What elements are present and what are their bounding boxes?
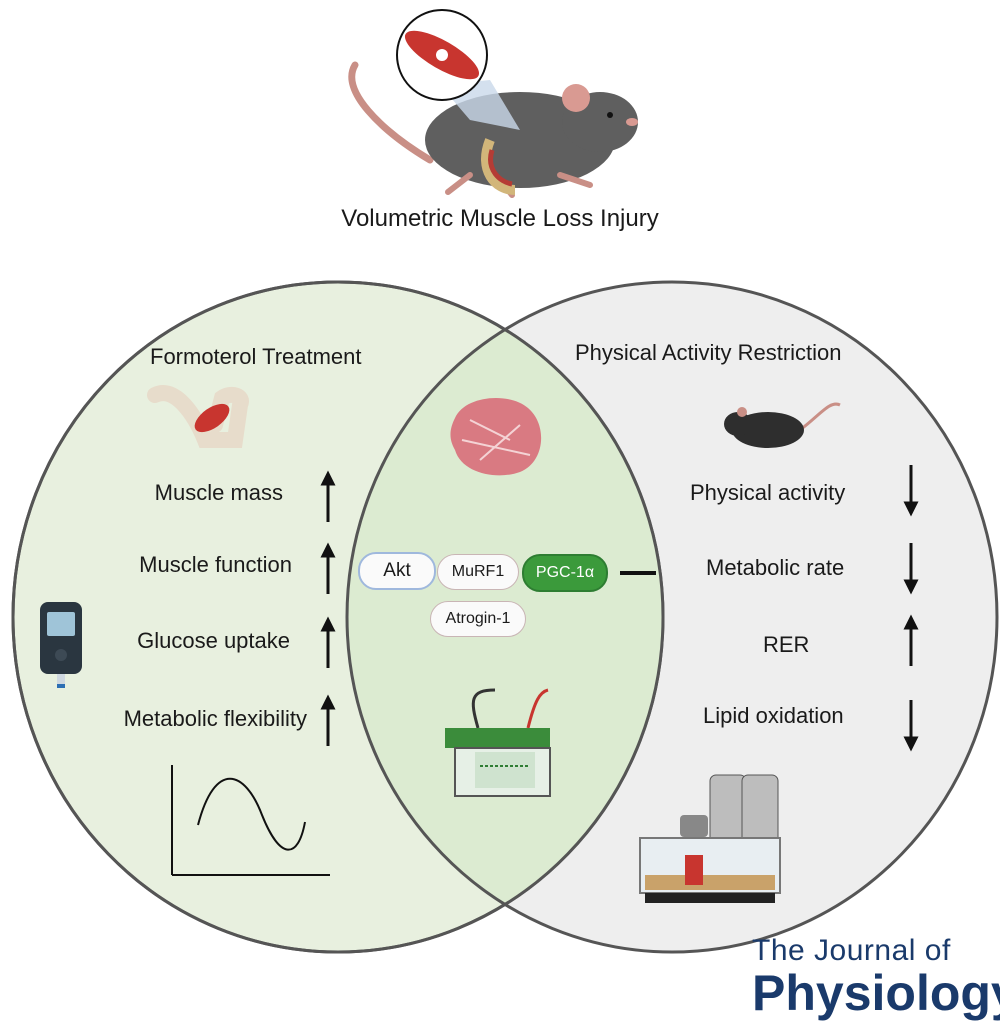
page-title: Volumetric Muscle Loss Injury [341, 205, 659, 232]
left-item-label: Metabolic flexibility [123, 706, 307, 731]
small-mouse-icon [724, 402, 841, 448]
atrogin1-marker: Atrogin-1 [430, 601, 526, 637]
glucose-meter-icon [40, 602, 82, 688]
right-item-label: Metabolic rate [706, 555, 845, 580]
mouse-icon [348, 61, 638, 198]
left-panel-title: Formoterol Treatment [150, 344, 362, 369]
journal-name-line1: The Journal of [752, 934, 951, 967]
arm-muscle-icon [147, 385, 249, 448]
journal-logo: The Journal of Physiology [752, 934, 1000, 1021]
right-item-label: Lipid oxidation [703, 703, 844, 728]
journal-name-line2: Physiology [752, 965, 1000, 1021]
right-item-label: RER [763, 632, 810, 657]
right-panel-title: Physical Activity Restriction [575, 340, 842, 365]
left-item-label: Muscle function [139, 552, 292, 577]
left-item-label: Muscle mass [154, 480, 283, 505]
metabolic-flexibility-graph-icon [171, 765, 330, 876]
left-item-label: Glucose uptake [137, 628, 290, 653]
muscle-inset-icon [396, 9, 488, 101]
right-item-label: Physical activity [690, 480, 846, 505]
western-blot-icon [445, 688, 551, 797]
akt-marker: Akt [358, 552, 436, 590]
murf1-marker: MuRF1 [437, 554, 519, 590]
muscle-cross-section-icon [450, 397, 542, 476]
metabolic-cage-icon [639, 774, 781, 903]
pgc1a-marker: PGC-1α [522, 554, 608, 592]
